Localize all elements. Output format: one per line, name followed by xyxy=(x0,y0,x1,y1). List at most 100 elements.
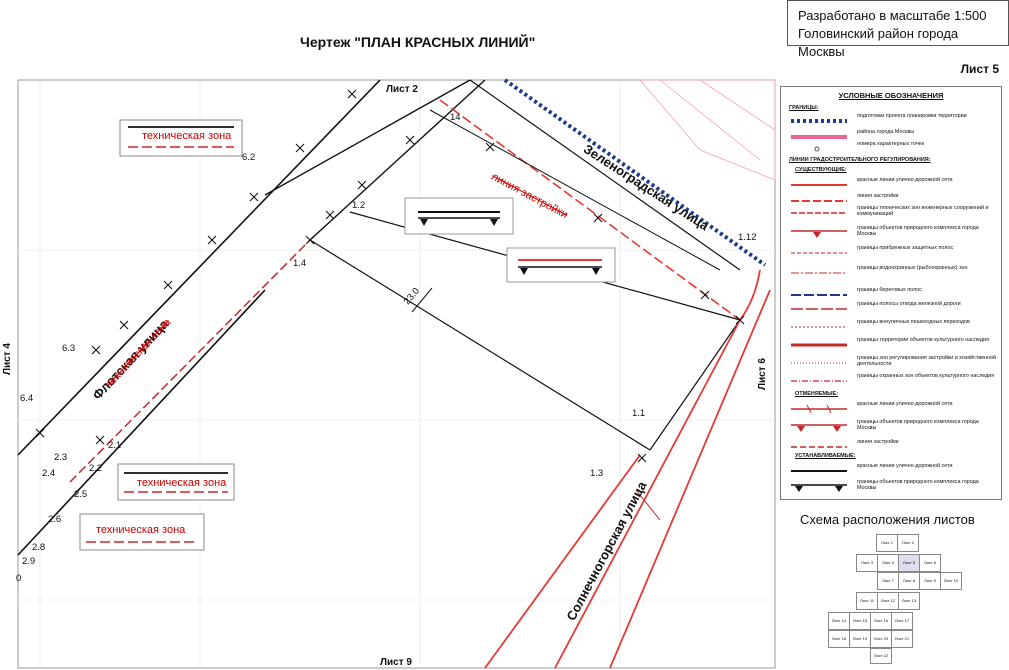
symbol-box-2 xyxy=(506,247,616,283)
legend-symbol-est-red xyxy=(791,470,847,472)
legend-symbol-shore xyxy=(791,252,847,254)
point-markers xyxy=(35,89,745,463)
scheme-cell[interactable]: Лист 10 xyxy=(940,572,962,590)
legend-symbol-cancel-nature xyxy=(791,424,847,432)
scheme-cell[interactable]: Лист 13 xyxy=(898,592,920,610)
legend-symbol-blue-dots xyxy=(791,119,847,123)
scheme-cell[interactable]: Лист 7 xyxy=(877,572,899,590)
legend-item: номера характерных точек xyxy=(785,141,999,157)
sheet-label-right[interactable]: Лист 6 xyxy=(757,358,768,390)
symbol-box-1 xyxy=(404,197,514,235)
legend-symbol-est-nature xyxy=(791,484,847,492)
scheme-cell[interactable]: Лист 4 xyxy=(877,554,899,572)
legend-item: границы технических зон инженерных соору… xyxy=(785,205,999,221)
scheme-cell[interactable]: Лист 12 xyxy=(877,592,899,610)
faint-grid xyxy=(18,80,775,668)
point-label: 2.5 xyxy=(74,489,88,500)
district-line: Головинский район города Москвы xyxy=(798,26,959,59)
scheme-cell[interactable]: Лист 9 xyxy=(919,572,941,590)
legend-symbol-red-dash xyxy=(791,200,847,202)
point-label: 2.2 xyxy=(89,463,103,474)
dimension-line xyxy=(411,287,433,313)
legend-symbol-rail xyxy=(791,308,847,310)
scheme-grid: Лист 1 Лист 2 Лист 3 Лист 4 Лист 5 Лист … xyxy=(820,530,1000,668)
legend-item: подготовки проекта планировки территории xyxy=(785,113,999,129)
legend-title: УСЛОВНЫЕ ОБОЗНАЧЕНИЯ xyxy=(838,91,944,100)
legend-item: границы объектов природного комплекса го… xyxy=(785,479,999,495)
legend-item: границы объектов природного комплекса го… xyxy=(785,419,999,435)
legend-item: линия застройки xyxy=(785,193,999,209)
tech-zone-label-3: техническая зона xyxy=(96,524,186,536)
scheme-cell[interactable]: Лист 6 xyxy=(919,554,941,572)
sheet-label-top[interactable]: Лист 2 xyxy=(386,84,418,95)
point-label: 6.3 xyxy=(62,343,76,354)
point-label: 1.1 xyxy=(632,408,646,419)
point-label: 1.12 xyxy=(738,232,757,243)
legend-item: границы внеуличных пешеходных переходов xyxy=(785,319,999,335)
legend-symbol-cancel-red xyxy=(791,404,847,414)
legend-symbol-nature xyxy=(791,230,847,238)
scheme-cell[interactable]: Лист 15 xyxy=(849,612,871,630)
tech-zone-box-2 xyxy=(117,463,235,501)
sheet-frame xyxy=(17,79,776,669)
scheme-cell[interactable]: Лист 20 xyxy=(870,630,892,648)
legend-symbol-coast xyxy=(791,294,847,296)
scheme-cell[interactable]: Лист 18 xyxy=(828,630,850,648)
zelenogradskaya-street-lines xyxy=(429,78,767,321)
tech-zone-label-1: техническая зона xyxy=(142,130,232,142)
legend-symbol-point xyxy=(814,146,820,152)
point-label: 0 xyxy=(16,573,22,584)
legend-item: границы объектов природного комплекса го… xyxy=(785,225,999,241)
scheme-cell[interactable]: Лист 1 xyxy=(876,534,898,552)
point-label: 14 xyxy=(450,112,461,123)
scheme-cell[interactable]: Лист 3 xyxy=(856,554,878,572)
legend-section-lines: ЛИНИИ ГРАДОСТРОИТЕЛЬНОГО РЕГУЛИРОВАНИЯ: xyxy=(789,157,931,163)
sheet-label-bottom[interactable]: Лист 9 xyxy=(380,657,412,668)
legend-item: границы территории объектов культурного … xyxy=(785,337,999,353)
legend-item: района города Москвы xyxy=(785,129,999,145)
legend-symbol-heritage xyxy=(791,343,847,347)
tech-zone-box-3 xyxy=(79,513,205,551)
point-label: 2.3 xyxy=(54,452,68,463)
legend-symbol-red xyxy=(791,184,847,186)
legend-symbol-protection xyxy=(791,380,847,382)
legend-item: красные линии улично-дорожной сети xyxy=(785,401,999,417)
scheme-cell[interactable]: Лист 19 xyxy=(849,630,871,648)
point-label: 2.6 xyxy=(48,514,62,525)
legend-panel: УСЛОВНЫЕ ОБОЗНАЧЕНИЯ ГРАНИЦЫ: подготовки… xyxy=(780,86,1002,500)
scheme-cell[interactable]: Лист 11 xyxy=(856,592,878,610)
scheme-cell[interactable]: Лист 17 xyxy=(891,612,913,630)
tech-zone-box-1 xyxy=(119,119,243,157)
legend-symbol-pink xyxy=(791,135,847,139)
legend-item: красные линии улично-дорожной сети xyxy=(785,463,999,479)
solnechnogorskaya-street-lines xyxy=(484,269,771,669)
legend-section-cancelled: ОТМЕНЯЕМЫЕ: xyxy=(795,391,838,397)
scheme-cell[interactable]: Лист 22 xyxy=(870,648,892,664)
scheme-cell[interactable]: Лист 2 xyxy=(897,534,919,552)
point-label: 2.4 xyxy=(42,468,56,479)
scheme-cell[interactable]: Лист 14 xyxy=(828,612,850,630)
legend-section-established: УСТАНАВЛИВАЕМЫЕ: xyxy=(795,453,856,459)
scheme-title: Схема расположения листов xyxy=(800,512,975,527)
pink-district-hatch xyxy=(639,79,776,181)
legend-symbol-regulation xyxy=(791,362,847,364)
point-label: 6.2 xyxy=(242,152,256,163)
sheet-label-left[interactable]: Лист 4 xyxy=(2,343,13,375)
legend-item: границы береговых полос xyxy=(785,287,999,303)
tech-zone-label-2: техническая зона xyxy=(137,477,227,489)
scale-line: Разработано в масштабе 1:500 xyxy=(798,8,987,23)
north-street-lines xyxy=(264,79,486,241)
scheme-cell[interactable]: Лист 8 xyxy=(898,572,920,590)
dimension-line-red xyxy=(635,489,661,521)
scheme-cell[interactable]: Лист 16 xyxy=(870,612,892,630)
point-label: 2.8 xyxy=(32,542,46,553)
legend-symbol-crossing xyxy=(791,326,847,328)
legend-symbol-tech xyxy=(791,212,847,214)
point-label: 1.3 xyxy=(590,468,604,479)
scheme-cell[interactable]: Лист 21 xyxy=(891,630,913,648)
scheme-cell-current[interactable]: Лист 5 xyxy=(898,554,920,572)
sheet-number: Лист 5 xyxy=(960,62,999,76)
legend-item: красные линии улично-дорожной сети xyxy=(785,177,999,193)
point-label: 2.9 xyxy=(22,556,36,567)
